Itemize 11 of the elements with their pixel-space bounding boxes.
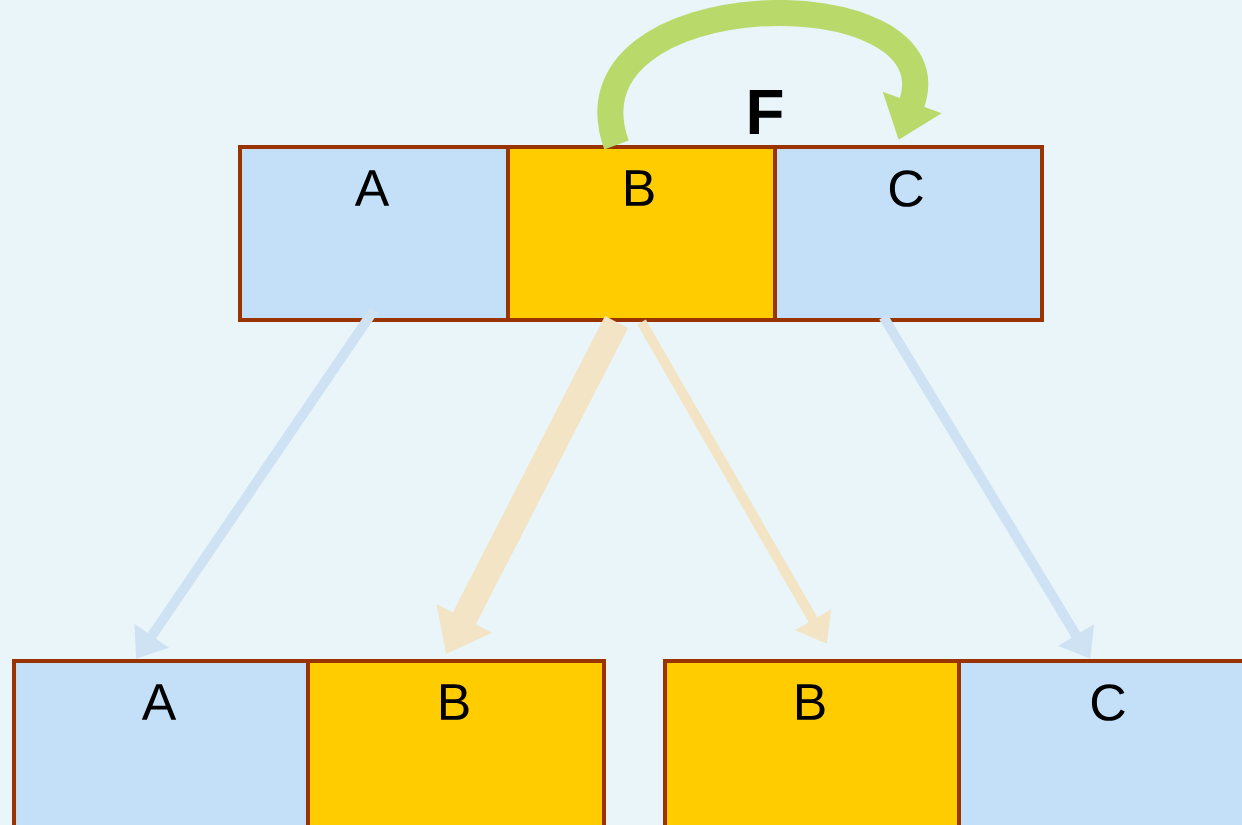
box-label: B [797, 684, 825, 720]
box-label: C [1091, 684, 1125, 721]
arrow [597, 0, 942, 147]
box [306, 659, 606, 825]
box-label: A [354, 170, 390, 206]
box [957, 659, 1242, 825]
box-label: B [626, 170, 654, 206]
box-label: A [141, 684, 177, 720]
box-label: C [889, 170, 923, 207]
box-label: B [441, 684, 469, 720]
edge-label: F [749, 90, 783, 134]
